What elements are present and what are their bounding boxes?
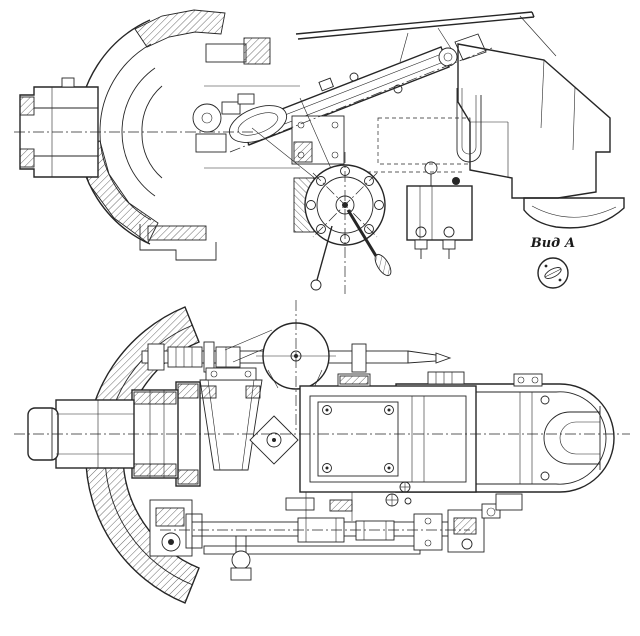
crank-handle [310, 209, 392, 291]
top-cover-strip [295, 11, 557, 63]
breech-block [291, 115, 345, 165]
right-housing [456, 43, 625, 229]
sight-pulley-circle [256, 300, 336, 432]
view-a-detail-circle [537, 257, 569, 289]
linkage-assembly [149, 492, 523, 581]
funnel-bracket [199, 367, 263, 471]
view-a-callout: Вид А [530, 236, 576, 289]
mount-bracket [406, 161, 473, 259]
bottom-plan-view [14, 300, 630, 604]
view-a-label: Вид А [530, 236, 576, 251]
center-linkage-cluster [192, 85, 300, 169]
top-side-section-view: Вид А [14, 9, 625, 294]
barrel-sleeve [19, 77, 99, 178]
pivot-diamond-plate [249, 415, 299, 465]
gear-housing [299, 373, 477, 493]
bolted-flange [293, 152, 386, 294]
